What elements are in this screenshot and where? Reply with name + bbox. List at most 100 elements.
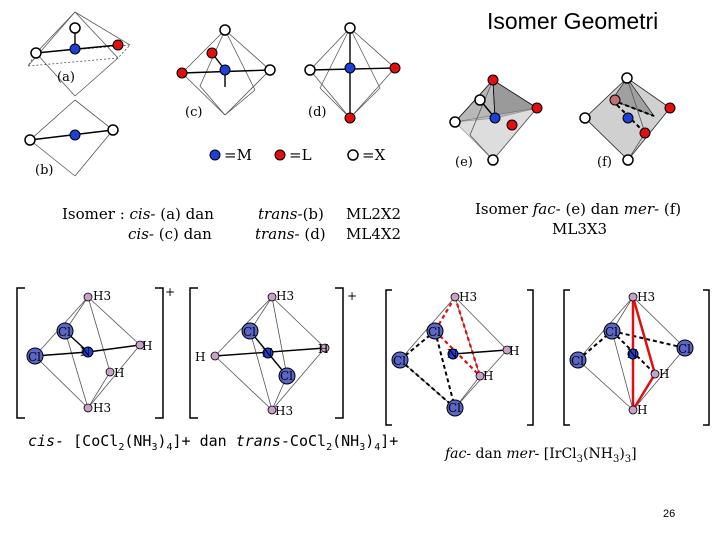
bracket-right: [703, 289, 710, 426]
metal-atom: [344, 62, 356, 74]
legend-ligand-l: =L: [289, 146, 312, 164]
n-atom: [502, 345, 512, 355]
ligand-x: [531, 102, 543, 114]
ligand-x: [112, 39, 124, 51]
n-atom: [475, 371, 485, 381]
formula-part: ): [619, 446, 625, 462]
metal-atom: [219, 64, 231, 76]
formula-part: ): [365, 432, 375, 450]
formula-part: [IrCl: [539, 446, 577, 462]
cis-prefix: cis-: [28, 432, 65, 450]
trans-complex: [210, 292, 330, 415]
trans-caption-rest: (d): [299, 225, 326, 243]
formula-part: ]+ dan: [172, 432, 236, 450]
cl-label: Cl: [428, 325, 441, 339]
octahedron-c: [176, 24, 276, 116]
cl-atom: [241, 322, 259, 340]
mer-caption-rest: (f): [659, 200, 682, 218]
formula-ml2x2: ML2X2: [346, 205, 402, 223]
h3-label: H3: [459, 290, 477, 304]
page-title: Isomer Geometri: [487, 8, 659, 34]
formula-sub: 2: [118, 442, 125, 453]
formula-sub: 2: [326, 442, 333, 453]
formula-part: dan: [471, 446, 507, 462]
cis-caption-rest: (c) dan: [153, 225, 212, 243]
trans-caption-line2: trans- (d): [255, 225, 326, 244]
formula-sub: 3: [624, 453, 632, 465]
n-atom: [135, 340, 145, 350]
h-label: H: [659, 367, 669, 381]
cl-atom: [278, 367, 296, 385]
octahedron-d: [304, 22, 401, 124]
h-label: H: [637, 403, 647, 417]
trans-caption-it: trans-: [258, 205, 303, 223]
fac-caption-it: fac-: [532, 200, 561, 218]
n-atom: [267, 292, 277, 302]
page-number: 26: [663, 508, 676, 520]
formula-sub: 3: [576, 453, 584, 465]
metal-atom: [82, 346, 94, 358]
formula-co-complexes: cis- [CoCl2(NH3)4]+ dan trans-CoCl2(NH3)…: [28, 432, 398, 453]
bracket-right: [155, 287, 164, 419]
h-label: H: [195, 350, 205, 364]
cis-caption-prefix: Isomer :: [62, 205, 130, 223]
metal-atom: [447, 348, 459, 360]
fac-prefix: fac-: [445, 446, 472, 462]
cl-atom: [426, 322, 444, 340]
bracket-left: [189, 287, 198, 419]
cl-label: Cl: [28, 350, 41, 364]
bracket-right: [527, 289, 534, 426]
h-label: H: [483, 369, 493, 383]
n-atom: [105, 367, 115, 377]
legend-ligand-x: =X: [362, 146, 386, 164]
cl-label: Cl: [280, 369, 293, 383]
formula-sub: 3: [612, 453, 620, 465]
ligand-l: [474, 94, 486, 106]
cl-atom: [569, 351, 587, 369]
h3-label: H3: [93, 401, 111, 415]
atom-labels: H3 Cl Cl N H H H3 + H3 Cl H N H Cl H3 + …: [28, 285, 691, 418]
cl-label: Cl: [678, 342, 691, 356]
charge-plus: +: [165, 285, 175, 299]
formula-part: (NH: [332, 432, 360, 450]
n-label: N: [447, 347, 458, 361]
octahedron-a: [27, 11, 131, 97]
formula-part: ): [157, 432, 167, 450]
h3-label: H3: [637, 290, 655, 304]
cl-atom: [56, 322, 74, 340]
formula-ir-complex: fac- dan mer- [IrCl3(NH3)3]: [445, 446, 637, 465]
label-d: (d): [308, 105, 327, 120]
n-label: N: [80, 345, 91, 359]
ligand-l: [304, 64, 316, 76]
metal-atom: [262, 347, 274, 359]
ligand-l: [69, 22, 81, 34]
cis-caption-line2: cis- (c) dan: [128, 225, 212, 244]
cis-complex: [26, 292, 145, 413]
formula-ml4x2: ML4X2: [346, 225, 402, 243]
h-label: H: [318, 342, 328, 356]
n-atom: [450, 292, 460, 302]
cl-label: Cl: [448, 401, 461, 415]
label-f: (f): [597, 155, 612, 170]
cl-atom: [676, 339, 694, 357]
n-atom: [267, 405, 277, 415]
ligand-x: [506, 119, 518, 131]
cl-label: Cl: [571, 354, 584, 368]
fac-mer-caption-line1: Isomer fac- (e) dan mer- (f): [475, 200, 681, 219]
n-label: N: [627, 347, 638, 361]
ligand-x: [664, 102, 676, 114]
octahedron-e-fac: [449, 74, 543, 166]
n-atom: [628, 405, 638, 415]
h3-label: H3: [276, 289, 294, 303]
formula-sub: 4: [166, 442, 173, 453]
n-atom: [83, 403, 93, 413]
n-atom: [83, 292, 93, 302]
bracket-left: [563, 289, 570, 426]
metal-atom: [622, 112, 634, 124]
cl-label: Cl: [605, 325, 618, 339]
n-label: N: [262, 346, 273, 360]
formula-part: (NH: [124, 432, 152, 450]
legend-metal: =M: [224, 146, 252, 164]
cl-label: Cl: [243, 325, 256, 339]
